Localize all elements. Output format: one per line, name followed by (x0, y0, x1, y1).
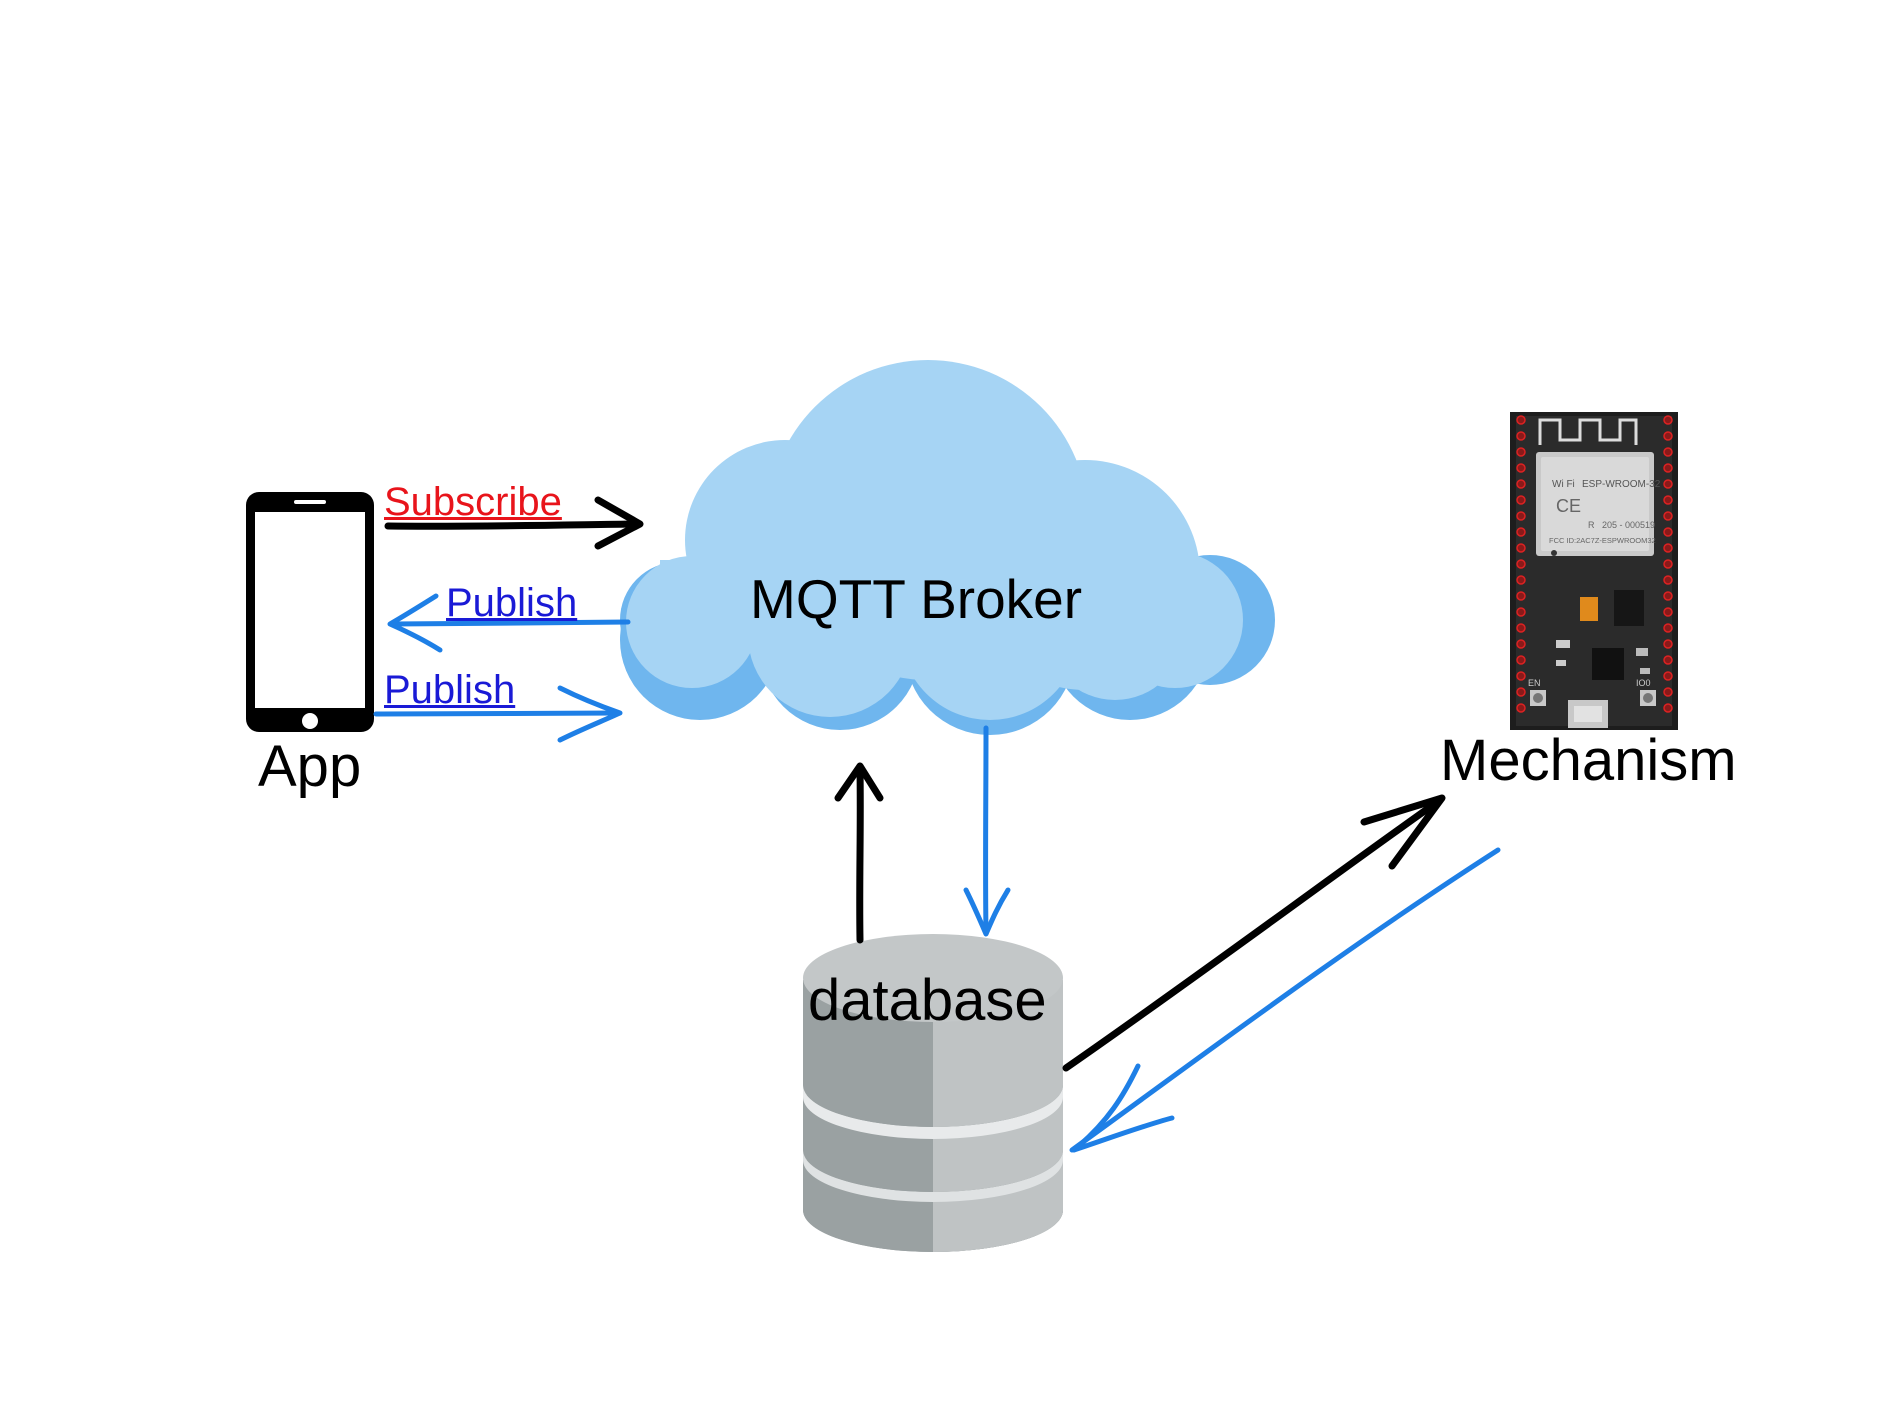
publish-to-app-arrow (387, 593, 631, 653)
publish-to-app-label: Publish (446, 581, 578, 625)
database-label: database (808, 968, 1047, 1033)
database-to-broker-arrow (834, 762, 884, 944)
publish-from-app-label: Publish (384, 668, 516, 712)
board-io0-text: IO0 (1636, 678, 1651, 688)
board-module-text: ESP-WROOM-32 (1582, 479, 1661, 490)
esp32-board-icon: Wi Fi ESP-WROOM-32 CE R 205 - 000519 FCC… (1510, 412, 1678, 730)
broker-to-database-arrow (963, 725, 1011, 937)
board-logo-text: Wi Fi (1552, 479, 1575, 490)
subscribe-label: Subscribe (384, 480, 562, 524)
database-icon (803, 934, 1063, 1252)
board-en-text: EN (1528, 678, 1541, 688)
smartphone-icon (246, 492, 374, 732)
board-ce-text: CE (1556, 496, 1581, 516)
app-label: App (258, 734, 362, 799)
database-to-mechanism-arrow (1062, 794, 1446, 1072)
mechanism-to-database-arrow (1069, 847, 1501, 1153)
board-r-text: R (1588, 520, 1595, 530)
broker-label: MQTT Broker (750, 568, 1083, 630)
publish-from-app-arrow (373, 685, 623, 743)
subscribe-arrow (384, 496, 644, 550)
board-fcc-text: FCC ID:2AC7Z-ESPWROOM32 (1549, 536, 1656, 545)
board-cert-id-text: 205 - 000519 (1602, 520, 1655, 530)
mechanism-label: Mechanism (1440, 728, 1737, 793)
cloud-icon (620, 360, 1275, 735)
